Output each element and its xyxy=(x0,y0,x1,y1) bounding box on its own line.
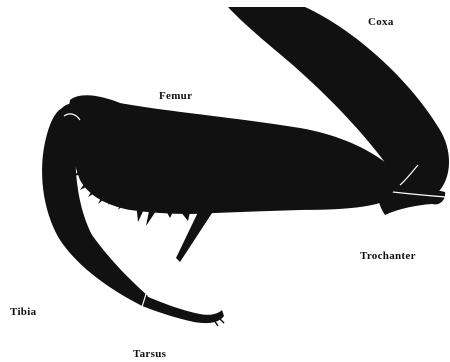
label-coxa: Coxa xyxy=(368,16,394,28)
label-tibia: Tibia xyxy=(10,306,37,318)
label-femur: Femur xyxy=(159,90,192,102)
label-tarsus: Tarsus xyxy=(133,348,167,360)
tarsus-segment xyxy=(142,296,224,323)
label-trochanter: Trochanter xyxy=(360,250,416,262)
femur-large-spine xyxy=(176,208,214,262)
